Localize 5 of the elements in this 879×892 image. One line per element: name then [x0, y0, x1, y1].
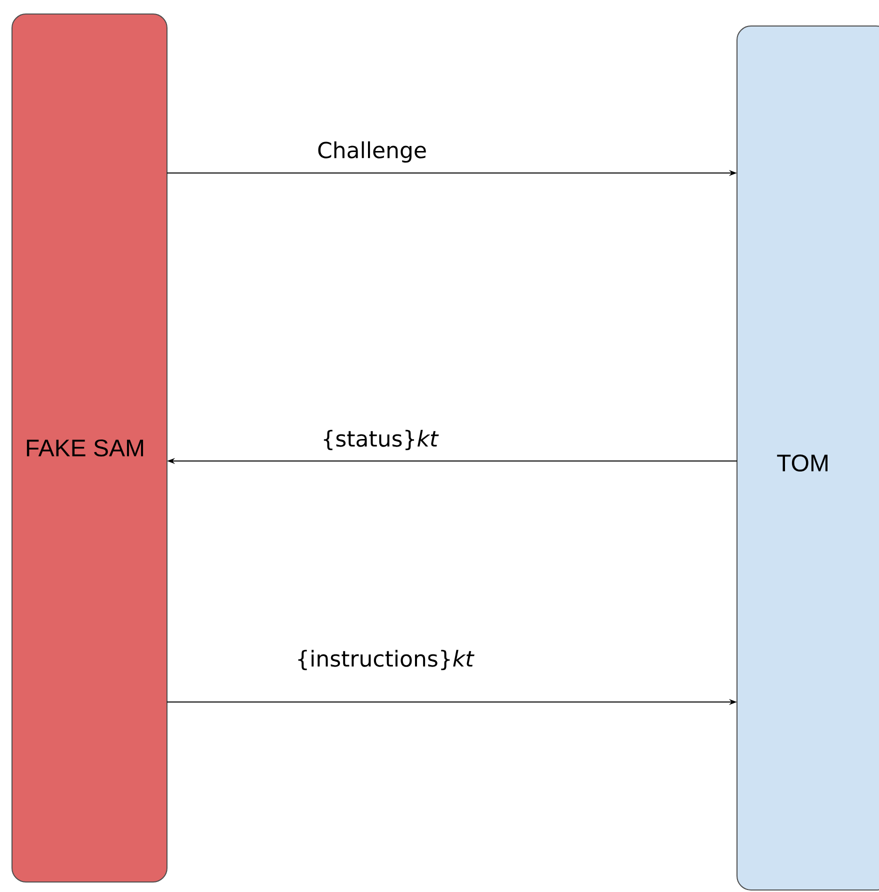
edge-label: {instructions}kt: [298, 650, 474, 670]
edge-label: {status}kt: [324, 430, 439, 450]
edge-label: Challenge: [318, 141, 426, 163]
participant-box: FAKE SAM: [12, 14, 168, 882]
participant-box: TOM: [736, 26, 879, 890]
